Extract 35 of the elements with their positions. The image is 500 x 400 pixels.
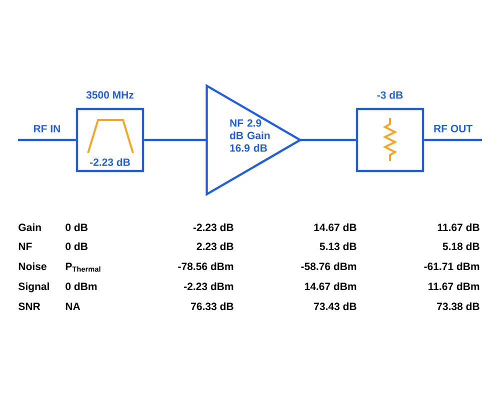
- row-header: Gain: [18, 223, 41, 232]
- connector-line: [18, 138, 76, 142]
- table-value: -2.23 dB: [193, 223, 234, 232]
- filter-box: 3500 MHz -2.23 dB: [76, 91, 144, 172]
- table-value: 76.33 dB: [191, 302, 234, 310]
- table-value: 0 dBm: [66, 282, 97, 290]
- table-value: 0 dB: [66, 242, 88, 250]
- table-value: -58.76 dBm: [301, 262, 356, 270]
- table-value: 5.18 dB: [442, 242, 480, 250]
- attenuator-box: -3 dB: [356, 91, 424, 172]
- edge-label: RF IN: [34, 125, 60, 132]
- node-label: 3500 MHz: [86, 91, 134, 99]
- connector-line: [144, 138, 207, 142]
- row-header: Noise: [18, 262, 46, 270]
- table-value: 14.67 dB: [314, 223, 356, 232]
- row-header: SNR: [18, 302, 40, 310]
- table-value: -61.71 dBm: [424, 262, 480, 270]
- table-value: 11.67 dBm: [428, 282, 480, 290]
- row-header: NF: [18, 242, 32, 250]
- table-value: 73.38 dB: [437, 302, 480, 310]
- table-value: -2.23 dBm: [184, 282, 234, 290]
- table-value: P$_{Thermal}$: [66, 262, 100, 272]
- table-value: 2.23 dB: [196, 242, 234, 250]
- table-value: NA: [66, 302, 80, 310]
- table-value: 5.13 dB: [320, 242, 356, 250]
- table-value: 0 dB: [66, 223, 88, 232]
- node-label: -3 dB: [377, 91, 403, 99]
- table-value: 73.43 dB: [314, 302, 356, 310]
- connector-line: [424, 138, 482, 142]
- table-value: 14.67 dBm: [304, 282, 356, 290]
- table-value: 11.67 dB: [438, 223, 480, 232]
- row-header: Signal: [18, 282, 49, 292]
- table-value: -78.56 dBm: [178, 262, 234, 270]
- edge-label: RF OUT: [434, 124, 472, 132]
- connector-line: [300, 138, 356, 142]
